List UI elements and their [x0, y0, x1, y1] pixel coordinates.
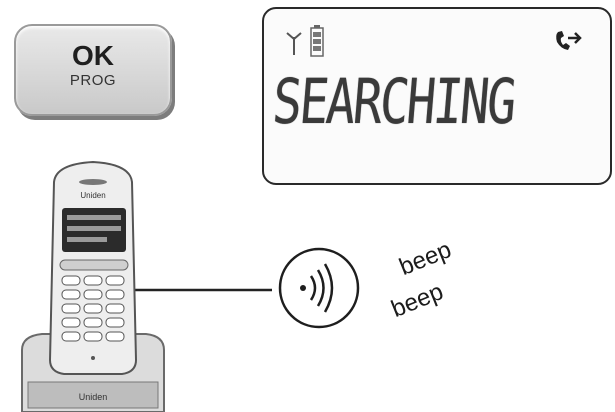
- ok-label: OK: [72, 40, 114, 71]
- sound-waves-icon: [278, 247, 360, 329]
- ok-prog-button[interactable]: OK PROG: [14, 24, 172, 116]
- lcd-display: SEARCHING: [262, 7, 612, 185]
- battery-icon: [310, 25, 324, 57]
- prog-label: PROG: [69, 72, 117, 89]
- keypad: [61, 275, 125, 342]
- status-text: SEARCHING: [270, 65, 517, 138]
- antenna-icon: [286, 32, 302, 55]
- earpiece: [79, 179, 107, 185]
- base-brand: Uniden: [79, 392, 108, 402]
- call-forward-icon: [556, 31, 582, 50]
- handset-brand: Uniden: [80, 191, 105, 200]
- cordless-phone: Uniden Uniden: [21, 160, 165, 412]
